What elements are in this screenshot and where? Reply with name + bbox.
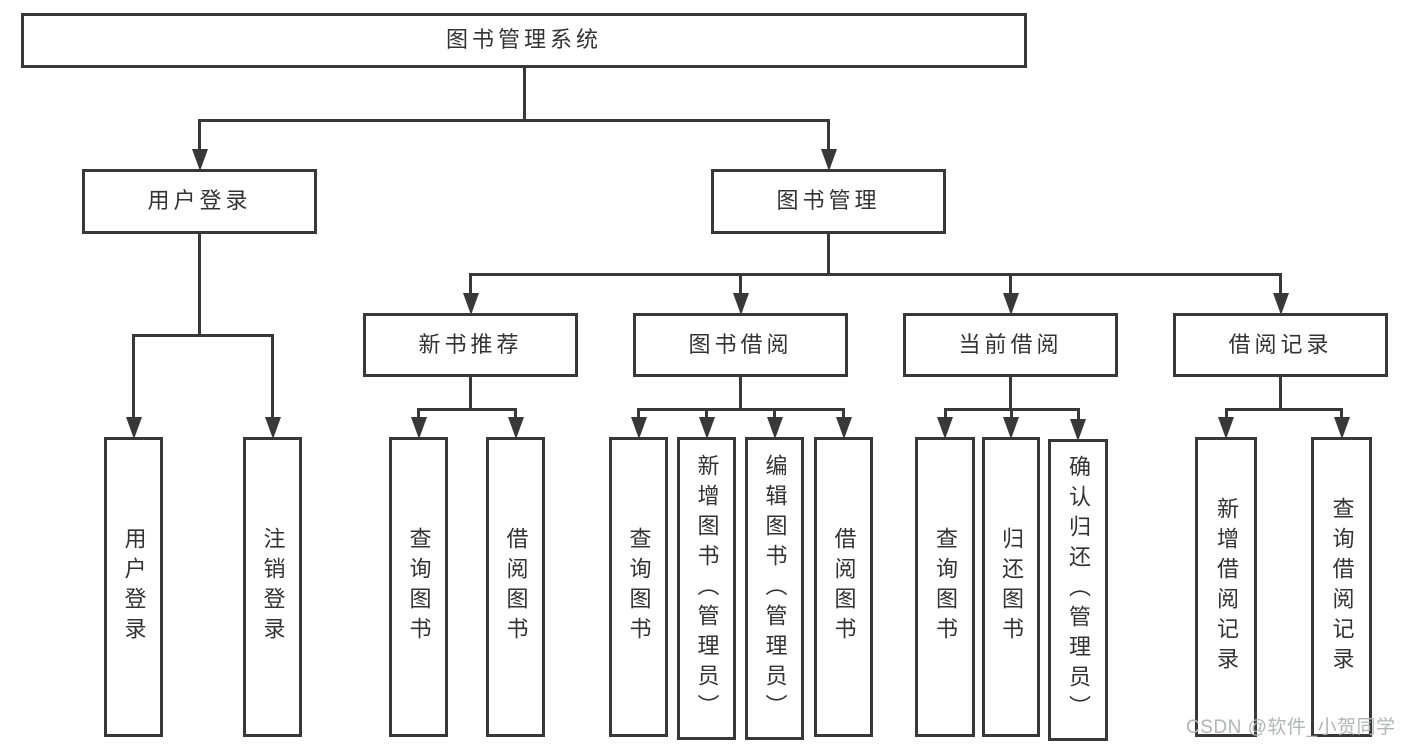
edge-current-borrow-cb-query-arrowhead — [937, 417, 953, 439]
node-cb-query: 查询图书 — [915, 437, 975, 737]
edge-root-user-login-arrowhead — [191, 149, 208, 171]
edge-current-borrow-cb-return-drop — [1009, 409, 1013, 419]
edge-user-login-login-arrowhead — [125, 417, 142, 439]
edge-book-borrow-branch — [637, 407, 845, 411]
edge-root-user-login-drop — [198, 120, 201, 151]
edge-book-borrow-bb-edit-drop — [773, 409, 776, 419]
node-current-borrow: 当前借阅 — [903, 313, 1118, 377]
edge-book-mgmt-borrow-records-arrowhead — [1272, 293, 1289, 315]
edge-current-borrow-cb-confirm-arrowhead — [1070, 419, 1086, 441]
node-nb-borrow: 借阅图书 — [486, 437, 545, 737]
edge-book-borrow-bb-add-arrowhead — [698, 417, 715, 439]
node-book-borrow: 图书借阅 — [633, 313, 848, 377]
edge-book-borrow-bb-edit-arrowhead — [766, 417, 783, 439]
edge-book-mgmt-new-books-arrowhead — [462, 293, 479, 315]
edge-root-stub — [522, 68, 526, 120]
edge-user-login-stub — [198, 234, 201, 335]
edge-borrow-records-stub — [1279, 377, 1282, 409]
node-book-mgmt: 图书管理 — [711, 169, 946, 234]
node-br-add: 新增借阅记录 — [1195, 437, 1257, 737]
edge-book-borrow-bb-add-drop — [705, 409, 708, 419]
edge-book-mgmt-current-borrow-drop — [1009, 274, 1012, 295]
edge-borrow-records-br-add-arrowhead — [1218, 417, 1234, 439]
edge-book-borrow-stub — [739, 377, 742, 409]
edge-user-login-logout-arrowhead — [264, 417, 281, 439]
edge-book-borrow-bb-borrow-drop — [842, 409, 845, 419]
node-new-books: 新书推荐 — [363, 313, 578, 377]
edge-book-mgmt-book-borrow-drop — [739, 274, 742, 295]
edge-root-book-mgmt-arrowhead — [820, 149, 837, 171]
node-bb-query: 查询图书 — [609, 437, 668, 737]
edge-borrow-records-br-query-arrowhead — [1333, 417, 1350, 439]
edge-book-mgmt-branch — [469, 272, 1282, 276]
watermark: CSDN @软件_小贺同学 — [1186, 717, 1396, 738]
node-logout: 注销登录 — [243, 437, 302, 737]
edge-new-books-nb-borrow-drop — [514, 409, 517, 419]
edge-current-borrow-cb-return-arrowhead — [1003, 417, 1019, 439]
edge-user-login-login-drop — [132, 335, 135, 419]
node-bb-add: 新增图书（管理员） — [677, 437, 736, 740]
node-login: 用户登录 — [104, 437, 163, 737]
node-nb-query: 查询图书 — [389, 437, 448, 737]
edge-borrow-records-branch — [1224, 407, 1343, 411]
edge-current-borrow-stub — [1009, 377, 1012, 409]
edge-borrow-records-br-add-drop — [1224, 409, 1228, 419]
edge-book-mgmt-borrow-records-drop — [1279, 274, 1282, 295]
edge-new-books-stub — [469, 377, 472, 409]
node-br-query: 查询借阅记录 — [1311, 437, 1372, 737]
edge-new-books-nb-query-drop — [417, 409, 420, 419]
edge-book-borrow-bb-query-arrowhead — [630, 417, 647, 439]
node-root: 图书管理系统 — [21, 13, 1027, 68]
edge-book-mgmt-new-books-drop — [469, 274, 472, 295]
edge-root-branch — [198, 118, 830, 122]
edge-new-books-branch — [417, 407, 517, 411]
edge-new-books-nb-borrow-arrowhead — [507, 417, 524, 439]
node-user-login: 用户登录 — [82, 169, 317, 234]
node-bb-borrow: 借阅图书 — [814, 437, 873, 737]
edge-book-mgmt-book-borrow-arrowhead — [732, 293, 749, 315]
edge-book-mgmt-stub — [827, 234, 830, 274]
edge-user-login-logout-drop — [271, 335, 274, 419]
node-cb-confirm: 确认归还（管理员） — [1048, 439, 1108, 741]
edge-borrow-records-br-query-drop — [1340, 409, 1343, 419]
edge-book-borrow-bb-query-drop — [637, 409, 640, 419]
edge-new-books-nb-query-arrowhead — [410, 417, 427, 439]
node-borrow-records: 借阅记录 — [1173, 313, 1388, 377]
node-bb-edit: 编辑图书（管理员） — [745, 437, 804, 740]
edge-user-login-branch — [132, 333, 274, 337]
edge-book-borrow-bb-borrow-arrowhead — [835, 417, 852, 439]
edge-book-mgmt-current-borrow-arrowhead — [1002, 293, 1019, 315]
edge-current-borrow-cb-query-drop — [943, 409, 947, 419]
edge-current-borrow-cb-confirm-drop — [1076, 409, 1080, 421]
edge-root-book-mgmt-drop — [827, 120, 830, 151]
node-cb-return: 归还图书 — [982, 437, 1040, 737]
